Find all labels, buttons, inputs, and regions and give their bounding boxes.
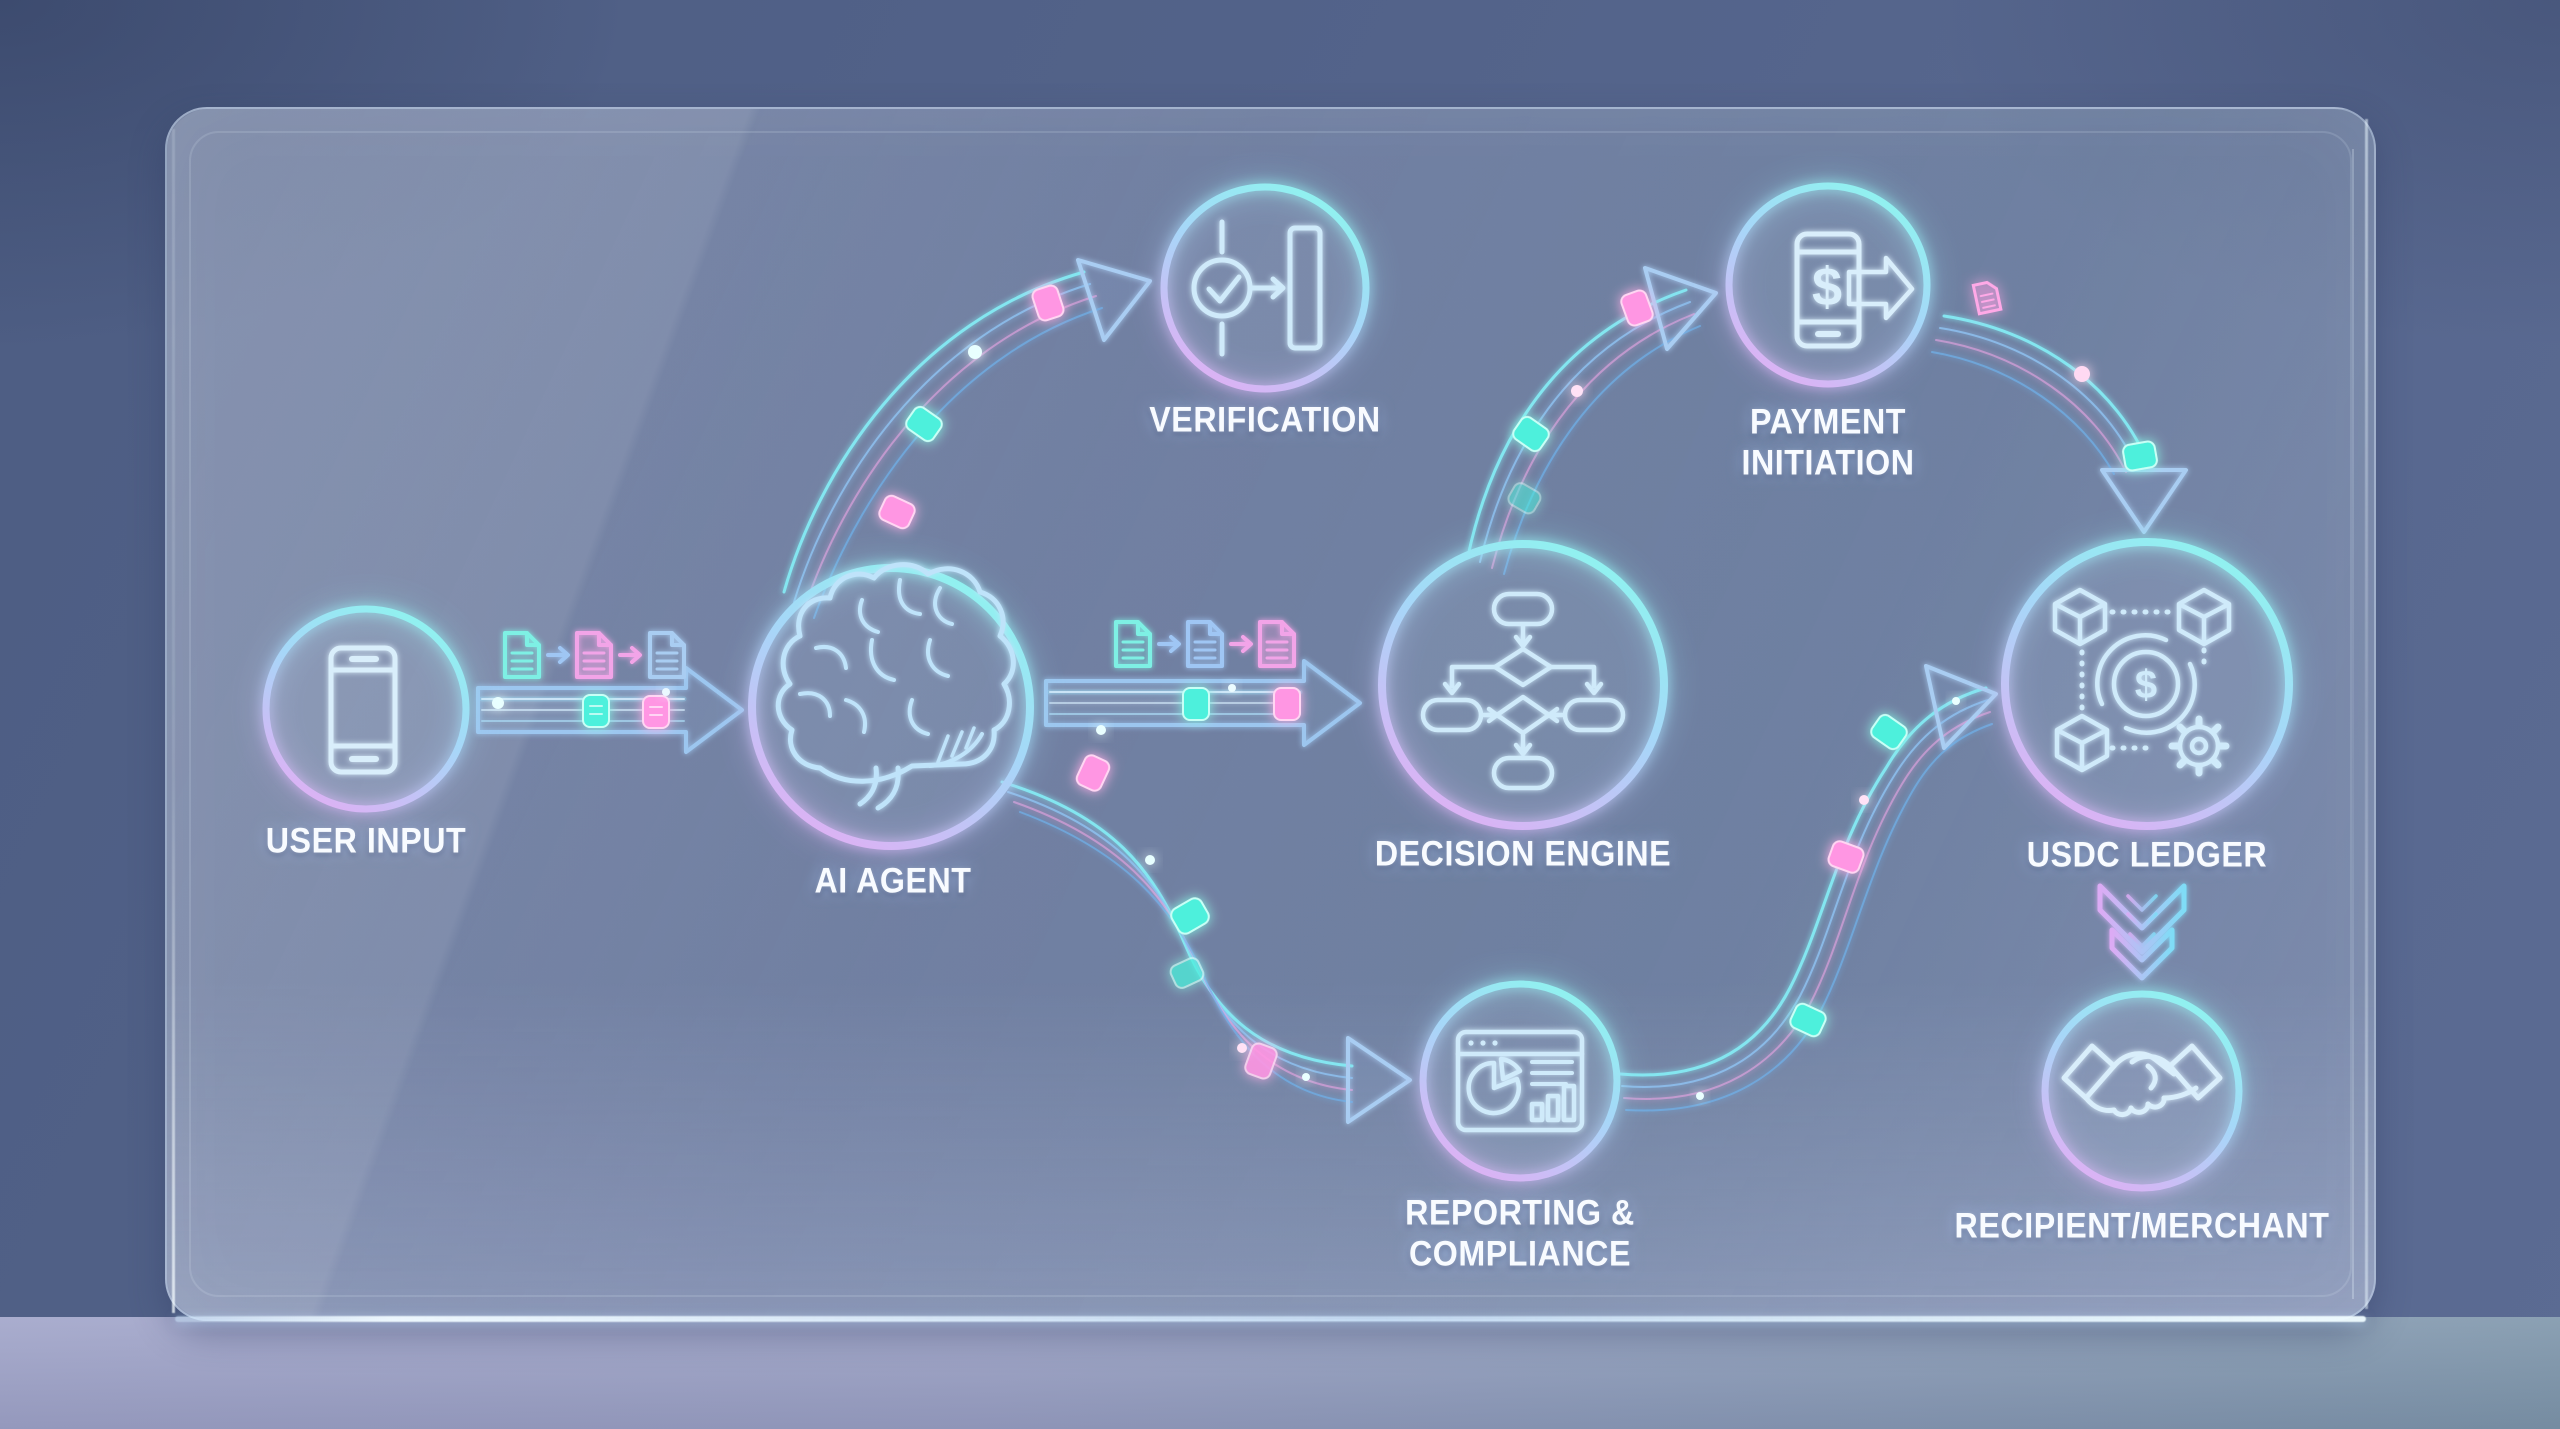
node-label-user-input: USER INPUT <box>265 821 467 861</box>
flow-reporting-compliance-to-usdc-ledger <box>1618 664 1998 1112</box>
flow-ai-agent-to-verification <box>782 258 1152 619</box>
sparkle <box>1696 1092 1704 1100</box>
data-packet-teal <box>1182 687 1210 721</box>
flowchart-icon <box>1420 591 1626 791</box>
data-packet-teal <box>1870 713 1908 751</box>
svg-text:$: $ <box>2135 663 2157 707</box>
node-payment-initiation: $ <box>1724 181 1932 389</box>
node-reporting-compliance <box>1418 979 1622 1183</box>
node-user-input <box>261 604 471 814</box>
node-label-ai-agent: AI AGENT <box>814 861 972 901</box>
node-ring <box>1725 182 1931 388</box>
brain-icon <box>775 562 1016 811</box>
gear-icon <box>2168 715 2230 777</box>
document-icon <box>503 631 541 679</box>
flow-decision-engine-to-payment-initiation <box>1466 266 1718 575</box>
analytics-dashboard-icon <box>1455 1029 1585 1133</box>
document-icon <box>1186 620 1224 668</box>
node-ring <box>262 605 470 813</box>
data-packet-pink <box>1620 289 1654 327</box>
sparkle <box>1571 385 1583 397</box>
node-label-recipient-merchant: RECIPIENT/MERCHANT <box>1954 1206 2330 1246</box>
node-decision-engine <box>1377 539 1669 831</box>
flow-ai-agent-to-decision-engine <box>1044 620 1362 747</box>
sparkle <box>492 697 504 709</box>
document-packet-pink <box>1971 280 2003 316</box>
data-packet-pink <box>1075 754 1111 792</box>
node-label-decision-engine: DECISION ENGINE <box>1374 834 1672 874</box>
sparkle <box>1237 1043 1247 1053</box>
document-chain <box>503 631 686 679</box>
sparkle <box>1096 725 1106 735</box>
data-packet-teal <box>1507 482 1542 515</box>
document-chain <box>1114 620 1296 668</box>
node-label-verification: VERIFICATION <box>1149 400 1381 440</box>
data-packet-pink <box>878 494 916 530</box>
data-packet-pink <box>642 695 670 729</box>
node-label-usdc-ledger: USDC LEDGER <box>2026 835 2268 875</box>
sparkle <box>662 688 670 696</box>
flow-user-input-to-ai-agent <box>476 631 744 754</box>
data-packet-teal <box>582 694 610 728</box>
phone-dollar-arrow-icon: $ <box>1794 231 1915 349</box>
document-icon <box>1258 620 1296 668</box>
data-packet-pink <box>1244 1042 1278 1080</box>
arrow-right-icon <box>618 646 642 664</box>
data-packet-teal <box>1789 1002 1827 1038</box>
blockchain-coin-gear-icon: $ <box>2052 587 2232 777</box>
flow-ai-agent-to-reporting-compliance <box>1000 754 1412 1124</box>
arrow-right-icon <box>1157 635 1181 653</box>
flow-payment-initiation-to-usdc-ledger <box>1931 280 2188 534</box>
sparkle <box>2074 366 2090 382</box>
sparkle <box>1859 795 1869 805</box>
arrow-right-icon <box>1229 635 1253 653</box>
sparkle <box>1145 855 1155 865</box>
data-packet-teal <box>1169 957 1205 989</box>
sparkle <box>968 345 982 359</box>
document-icon <box>648 631 686 679</box>
node-usdc-ledger: $ <box>2000 537 2294 831</box>
sparkle <box>1302 1073 1310 1081</box>
data-packet-teal <box>1512 415 1550 453</box>
node-ring <box>2041 990 2243 1192</box>
flow-usdc-ledger-to-recipient-merchant <box>2097 883 2187 981</box>
handshake-icon <box>2061 1043 2223 1118</box>
node-ring <box>748 564 1034 850</box>
floor-surface <box>0 1317 2560 1429</box>
node-recipient-merchant <box>2040 989 2244 1193</box>
node-ai-agent <box>747 562 1035 851</box>
check-gate-icon <box>1191 219 1323 357</box>
arrow-right-icon <box>546 646 570 664</box>
data-packet-teal <box>2122 440 2158 472</box>
data-packet-teal <box>1170 897 1210 935</box>
smartphone-icon <box>328 645 398 775</box>
document-icon <box>1114 620 1152 668</box>
data-packet-pink <box>1827 840 1865 874</box>
data-packet-teal <box>905 405 943 443</box>
node-label-reporting-compliance: REPORTING & COMPLIANCE <box>1405 1193 1635 1274</box>
node-label-payment-initiation: PAYMENT INITIATION <box>1741 402 1915 483</box>
svg-text:$: $ <box>1812 257 1842 317</box>
data-packet-pink <box>1273 687 1301 721</box>
sparkle <box>1228 684 1236 692</box>
sparkle <box>1952 697 1960 705</box>
document-icon <box>575 631 613 679</box>
node-verification <box>1159 182 1371 394</box>
data-packet-pink <box>1031 284 1065 322</box>
